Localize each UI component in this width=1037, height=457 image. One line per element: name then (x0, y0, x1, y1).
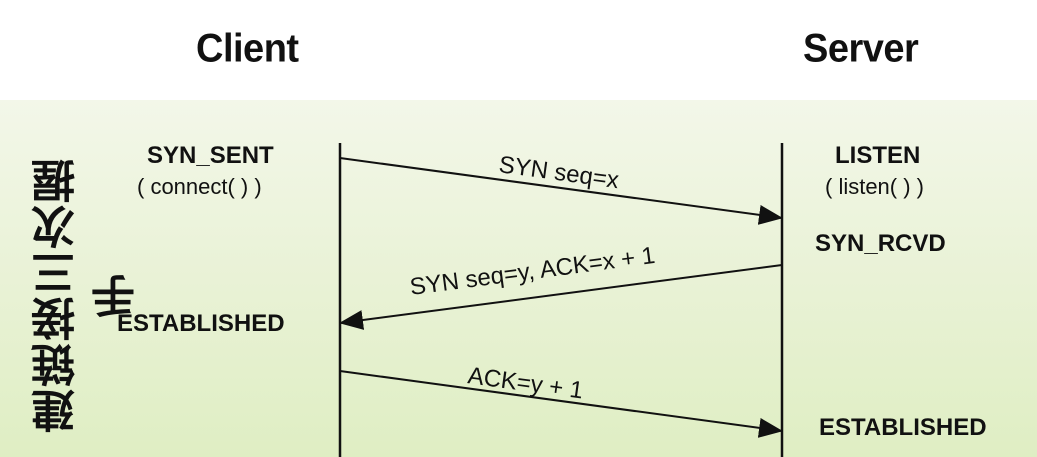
client-state-established: ESTABLISHED (117, 310, 285, 337)
server-call-listen: ( listen( ) ) (825, 174, 924, 199)
client-state-syn-sent: SYN_SENT (147, 142, 274, 169)
message-arrow-syn (339, 157, 783, 225)
server-state-established: ESTABLISHED (819, 414, 987, 441)
server-title: Server (803, 26, 919, 72)
message-label-syn-ack: SYN seq=y, ACK=x + 1 (408, 242, 656, 301)
handshake-panel (0, 100, 1037, 457)
message-arrow-ack (339, 370, 783, 438)
server-state-syn-rcvd: SYN_RCVD (815, 230, 946, 257)
server-state-listen: LISTEN (835, 142, 921, 169)
client-call-connect: ( connect( ) ) (137, 174, 262, 199)
message-label-ack: ACK=y + 1 (466, 362, 585, 404)
message-arrow-syn-ack (339, 264, 783, 330)
client-title: Client (196, 26, 299, 72)
diagram-header: Client Server (0, 0, 1037, 100)
